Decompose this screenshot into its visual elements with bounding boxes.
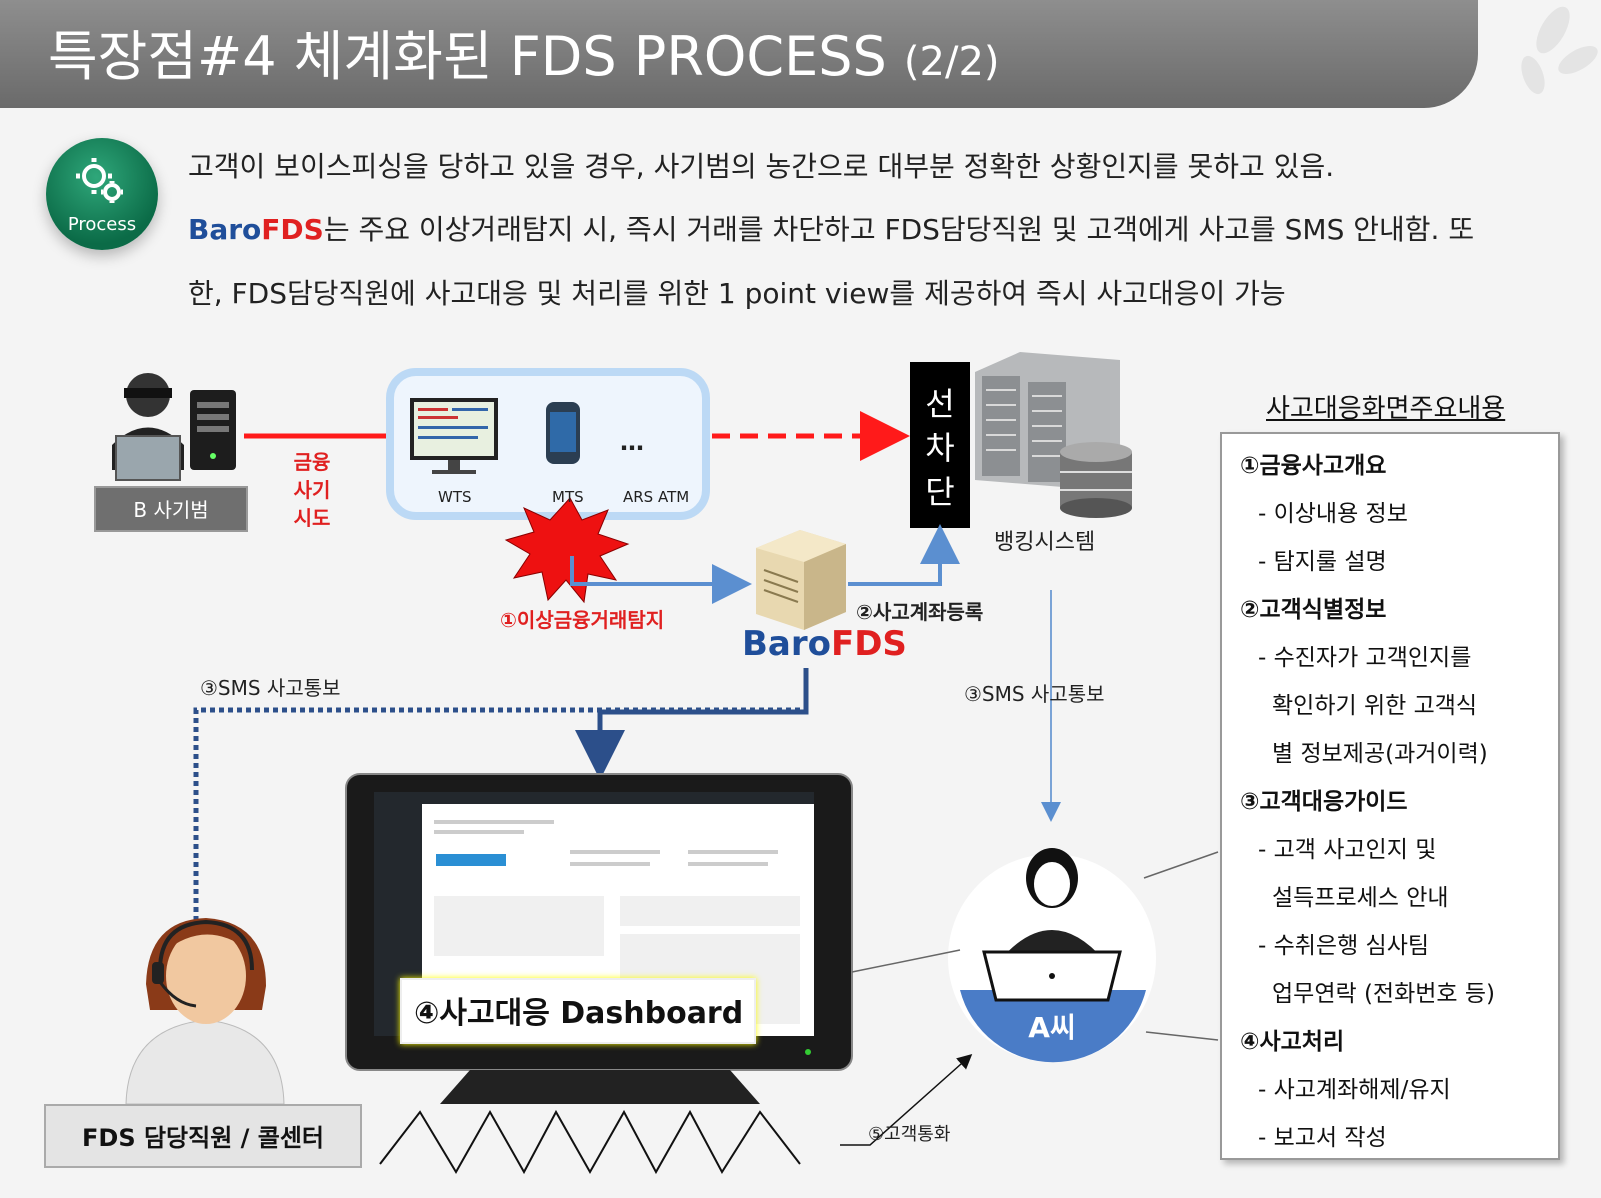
- brand-baro: Baro: [188, 213, 262, 246]
- dashboard-caption-box: [400, 978, 756, 1044]
- intro-line-3: 한, FDS담당직원에 사고대응 및 처리를 위한 1 point view를 …: [188, 277, 1286, 310]
- sms-right-label: ③SMS 사고통보: [964, 682, 1105, 706]
- block-char-1: 선: [925, 385, 955, 423]
- call-label: ⑤고객통화: [868, 1124, 951, 1145]
- sms-left-label: ③SMS 사고통보: [200, 676, 341, 700]
- fraudster-label: B 사기범: [133, 498, 209, 522]
- fraudster-label-box: [94, 486, 248, 532]
- wts-label: WTS: [438, 488, 472, 506]
- attempt-line-3: 시도: [293, 506, 331, 530]
- attempt-line-2: 사기: [293, 478, 331, 502]
- panel-item: 확인하기 위한 고객식: [1272, 693, 1478, 719]
- database-icon: [1060, 442, 1132, 518]
- banking-label: 뱅킹시스템: [994, 530, 1096, 555]
- barofds-server-icon: [756, 530, 846, 630]
- panel-item: 업무연락 (전화번호 등): [1272, 981, 1496, 1007]
- attempt-line-1: 금융: [293, 450, 331, 474]
- panel-item: - 수진자가 고객인지를: [1258, 645, 1472, 671]
- block-box: [910, 362, 970, 528]
- process-badge: Process: [46, 138, 158, 250]
- barofds-label-a: Baro: [742, 624, 831, 664]
- detect-label: ①이상금융거래탐지: [500, 608, 665, 632]
- customer-icon: [948, 848, 1156, 1063]
- agent-label-box: [44, 1104, 362, 1168]
- page-title: 특장점#4 체계화된 FDS PROCESS (2/2): [48, 12, 1000, 91]
- panel-item: - 고객 사고인지 및: [1258, 837, 1437, 863]
- customer-label: A씨: [1028, 1011, 1076, 1044]
- barofds-label: BaroFDS: [742, 624, 907, 664]
- panel-item: 별 정보제공(과거이력): [1272, 741, 1488, 767]
- register-label: ②사고계좌등록: [856, 600, 984, 624]
- dashboard-caption: ④사고대응 Dashboard: [414, 996, 744, 1031]
- intro-line-2: BaroFDS는 주요 이상거래탐지 시, 즉시 거래를 차단하고 FDS담당직…: [188, 208, 1474, 248]
- panel-item: - 이상내용 정보: [1258, 501, 1408, 527]
- leaf-decoration-icon: [1521, 6, 1598, 95]
- panel-title: 사고대응화면주요내용: [1266, 394, 1506, 424]
- block-char-3: 단: [925, 473, 955, 511]
- panel-item: - 탐지룰 설명: [1258, 549, 1387, 575]
- panel-item: ③고객대응가이드: [1240, 789, 1408, 815]
- block-label: 선 차 단: [910, 382, 970, 514]
- fraudster-pc-icon: [190, 390, 236, 470]
- panel-item: ④사고처리: [1240, 1029, 1345, 1055]
- agent-icon: [125, 918, 285, 1105]
- mts-phone-icon: [546, 402, 580, 464]
- intro-line-1: 고객이 보이스피싱을 당하고 있을 경우, 사기범의 농간으로 대부분 정확한 …: [188, 150, 1335, 183]
- intro-line-2-text: 는 주요 이상거래탐지 시, 즉시 거래를 차단하고 FDS담당직원 및 고객에…: [323, 213, 1475, 246]
- alert-burst-icon: [504, 497, 630, 604]
- title-bar: [0, 0, 1478, 108]
- ars-atm-label: ARS ATM: [623, 488, 690, 506]
- title-main: 특장점#4 체계화된 FDS PROCESS: [48, 25, 887, 88]
- attempt-label: 금융 사기 시도: [292, 448, 332, 532]
- more-channels-label: …: [620, 428, 644, 456]
- panel-item: - 수취은행 심사팀: [1258, 933, 1430, 959]
- brand-fds: FDS: [261, 213, 324, 246]
- agent-label: FDS 담당직원 / 콜센터: [82, 1124, 324, 1152]
- panel-item: - 보고서 작성: [1258, 1125, 1387, 1151]
- mts-label: MTS: [552, 488, 584, 506]
- title-sub: (2/2): [903, 39, 1000, 85]
- gears-icon: [76, 158, 123, 203]
- badge-label: Process: [67, 214, 137, 235]
- dashboard-monitor: [345, 773, 853, 1104]
- panel-item: 설득프로세스 안내: [1272, 885, 1449, 911]
- wts-monitor-icon: [410, 398, 498, 474]
- barofds-label-b: FDS: [830, 624, 907, 664]
- response-content-panel: ①금융사고개요 - 이상내용 정보 - 탐지룰 설명 ②고객식별정보 - 수진자…: [1220, 432, 1560, 1160]
- panel-item: - 사고계좌해제/유지: [1258, 1077, 1451, 1103]
- block-char-2: 차: [925, 429, 955, 467]
- panel-item: ②고객식별정보: [1240, 597, 1387, 623]
- panel-item: ①금융사고개요: [1240, 453, 1387, 479]
- fraudster-icon: [112, 373, 184, 481]
